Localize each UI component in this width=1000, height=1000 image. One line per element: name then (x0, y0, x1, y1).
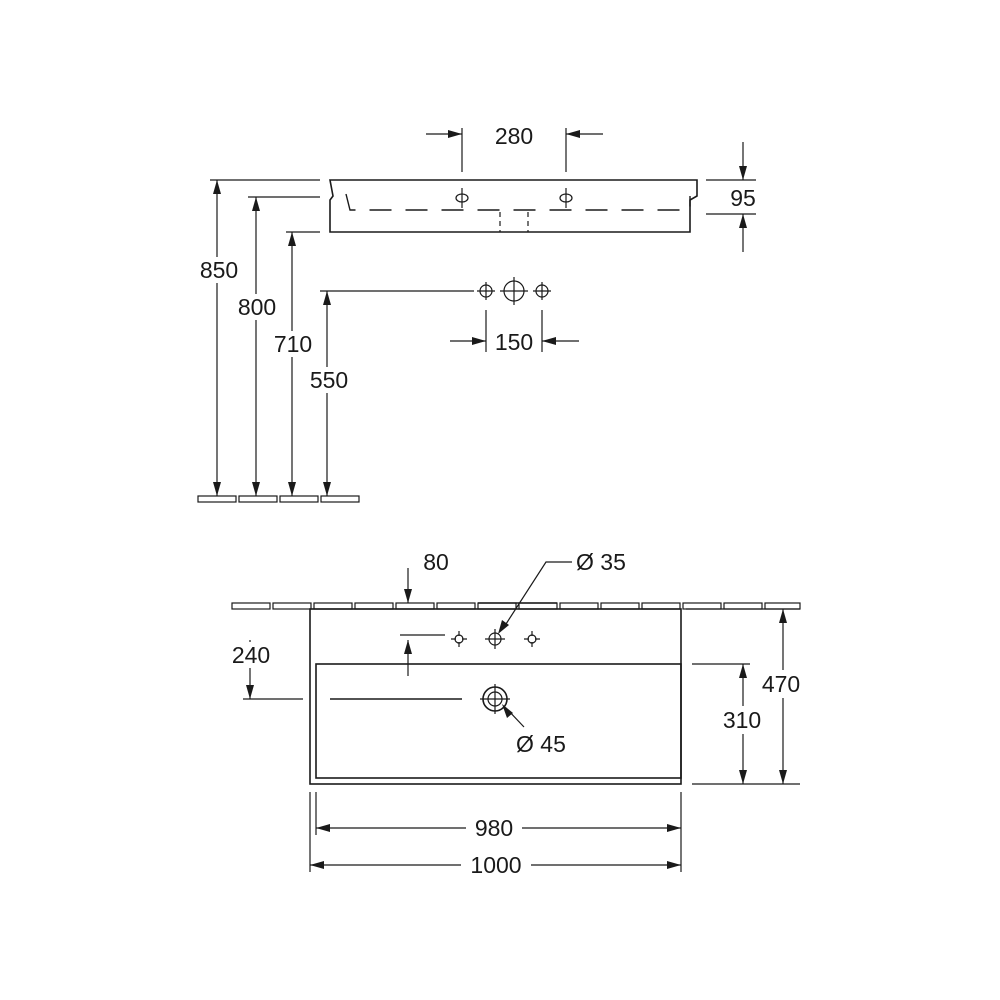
dim-850: 850 (200, 257, 238, 283)
tap-hole-center-icon (485, 629, 505, 649)
floor-segment (197, 495, 237, 503)
floor-segment (279, 495, 319, 503)
wall-spout-center (500, 277, 528, 305)
wall-segment (272, 602, 312, 610)
floor-segment (320, 495, 360, 503)
wall-segment (641, 602, 681, 610)
basin-inner-dashed (345, 193, 691, 211)
dim-150: 150 (495, 329, 533, 355)
drain-dashed (499, 212, 529, 232)
dim-80: 80 (423, 549, 449, 575)
tap-hole-right-icon (524, 631, 540, 647)
basin-bowl (315, 663, 682, 779)
wall-segment (313, 602, 353, 610)
wall-segment (231, 602, 271, 610)
wall-segment (600, 602, 640, 610)
dim-710: 710 (274, 331, 312, 357)
wall-valve-right (533, 282, 551, 300)
wall-segment (559, 602, 599, 610)
dim-240: 240 (232, 642, 270, 668)
wall-segment (764, 602, 801, 610)
wall-segment (436, 602, 476, 610)
wall-segment (723, 602, 763, 610)
dim-95: 95 (730, 185, 756, 211)
dim-310: 310 (723, 707, 761, 733)
dim-470: 470 (762, 671, 800, 697)
plan-view: 80 Ø 35 240 Ø 45 470 310 (228, 549, 806, 878)
wall-segment (395, 602, 435, 610)
wall-segment (354, 602, 394, 610)
dim-1000: 1000 (470, 852, 521, 878)
wall-segment (682, 602, 722, 610)
dim-280: 280 (495, 123, 533, 149)
dim-550: 550 (310, 367, 348, 393)
wall-segment (518, 602, 558, 610)
drain-icon (480, 684, 510, 714)
dim-980: 980 (475, 815, 513, 841)
dim-dia-35: Ø 35 (576, 549, 626, 575)
wall-valve-left (477, 282, 495, 300)
side-elevation: 280 95 850 800 710 550 (196, 123, 756, 503)
wall-segment (477, 602, 517, 610)
basin-profile (329, 179, 698, 233)
dim-800: 800 (238, 294, 276, 320)
dim-dia-45: Ø 45 (516, 731, 566, 757)
floor-segment (238, 495, 278, 503)
tap-hole-left-icon (451, 631, 467, 647)
